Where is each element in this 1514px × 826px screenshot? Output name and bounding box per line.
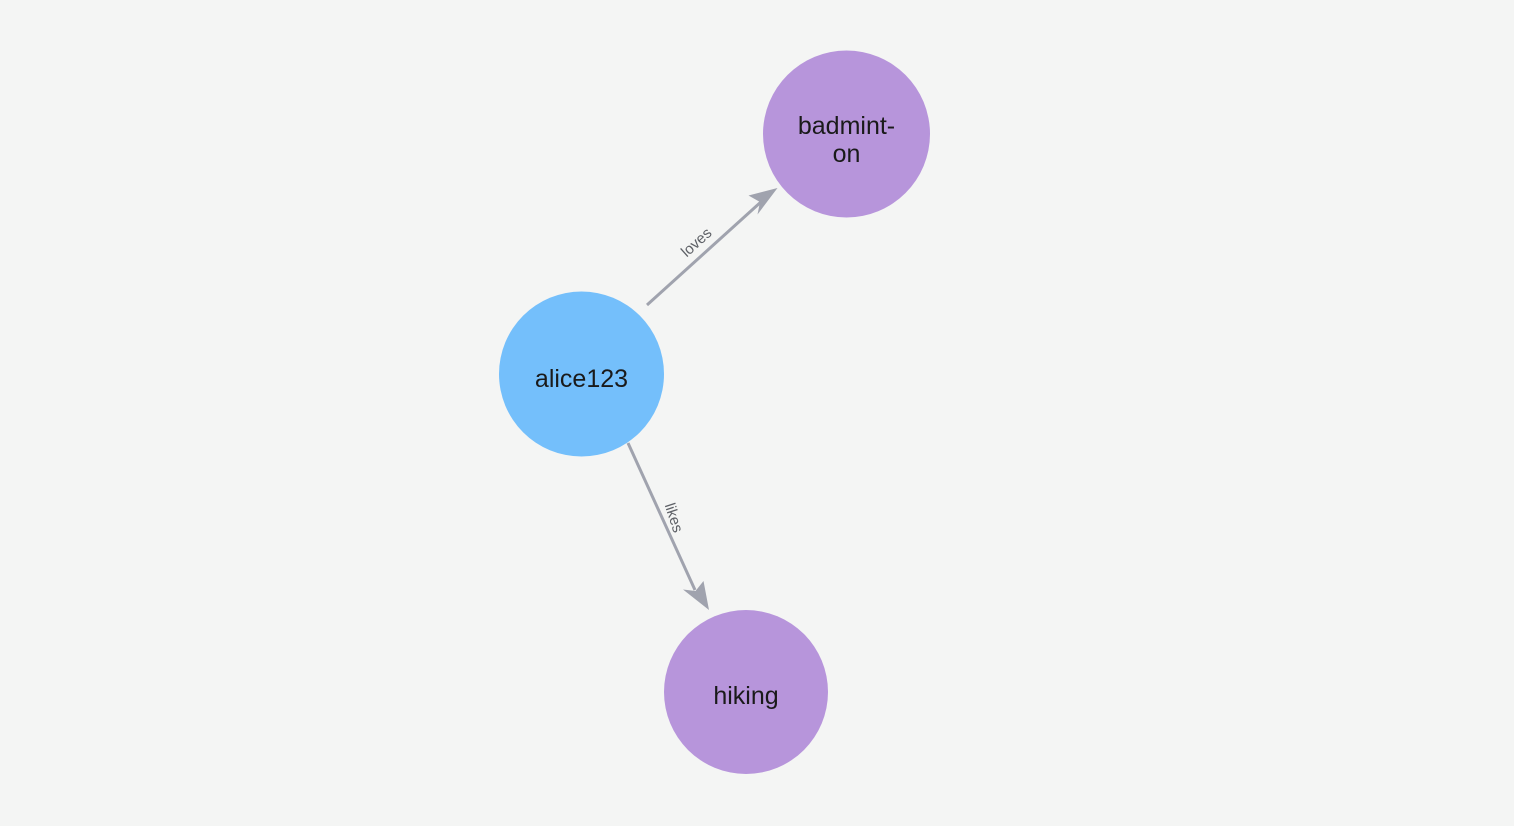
graph-node-badminton[interactable]: badmint- on bbox=[763, 50, 930, 218]
edge-label-likes: likes bbox=[661, 501, 686, 535]
edge-arrowhead-likes bbox=[683, 581, 709, 610]
graph-node-alice123[interactable]: alice123 bbox=[499, 291, 664, 457]
node-circle-alice123[interactable] bbox=[499, 291, 664, 457]
node-label-alice123: alice123 bbox=[535, 365, 628, 393]
edge-line-loves[interactable] bbox=[645, 199, 764, 307]
node-label-badminton-line1: badmint- bbox=[798, 112, 895, 140]
graph-node-hiking[interactable]: hiking bbox=[664, 610, 828, 774]
edge-arrowhead-loves bbox=[748, 188, 778, 215]
node-circle-badminton[interactable] bbox=[763, 50, 930, 218]
node-label-hiking: hiking bbox=[713, 682, 778, 710]
edge-alice123-likes-hiking[interactable]: likes bbox=[626, 442, 709, 610]
edge-alice123-loves-badminton[interactable]: loves bbox=[645, 188, 778, 307]
nodes-layer: badmint- on alice123 hiking bbox=[499, 50, 930, 774]
node-label-badminton-line2: on bbox=[833, 140, 861, 168]
edge-line-likes[interactable] bbox=[626, 442, 697, 591]
edge-label-loves: loves bbox=[678, 225, 715, 261]
node-circle-hiking[interactable] bbox=[664, 610, 828, 774]
